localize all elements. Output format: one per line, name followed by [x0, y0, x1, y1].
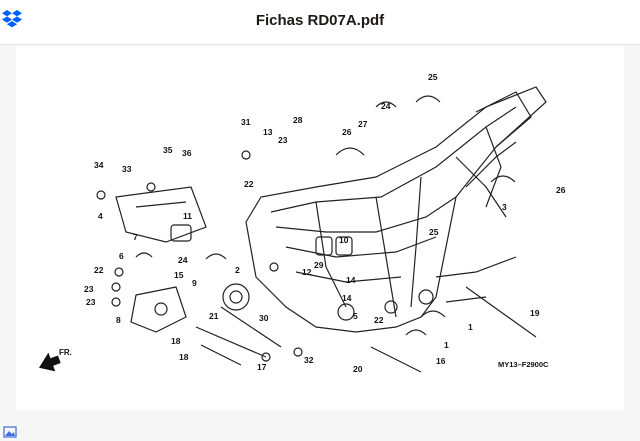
- callout: 14: [346, 275, 356, 285]
- callout: 22: [94, 265, 104, 275]
- callout: 4: [98, 211, 103, 221]
- callout: 18: [179, 352, 189, 362]
- callout: 25: [429, 227, 439, 237]
- callout: 17: [257, 362, 267, 372]
- callout: 21: [209, 311, 219, 321]
- callout: 1: [468, 322, 473, 332]
- frame-drawing: [96, 86, 547, 373]
- callout: 11: [183, 211, 192, 221]
- callout: 19: [530, 308, 540, 318]
- callout: 26: [556, 185, 566, 195]
- callout: 9: [192, 278, 197, 288]
- callout: 23: [278, 135, 288, 145]
- image-thumbnail-icon[interactable]: [3, 425, 17, 439]
- frame-exploded-diagram: 25 24 26 27 31 13 23 28 22 35 36 34 33 4…: [39, 72, 566, 374]
- callout: 23: [86, 297, 96, 307]
- figure-code: MY13–F2900C: [498, 360, 549, 369]
- dropbox-logo-icon[interactable]: [1, 9, 23, 31]
- pdf-page: 25 24 26 27 31 13 23 28 22 35 36 34 33 4…: [16, 47, 624, 410]
- callout: 6: [119, 251, 124, 261]
- callout: 24: [381, 101, 391, 111]
- callout: 8: [116, 315, 121, 325]
- callout: 20: [353, 364, 363, 374]
- callout: 36: [182, 148, 192, 158]
- callout: 13: [263, 127, 273, 137]
- callout: 35: [163, 145, 173, 155]
- callout: 24: [178, 255, 188, 265]
- callout: 22: [244, 179, 254, 189]
- callout: 29: [314, 260, 324, 270]
- callout: 10: [339, 235, 349, 245]
- callout: 23: [84, 284, 94, 294]
- callout: 28: [293, 115, 303, 125]
- callout: 5: [353, 311, 358, 321]
- callout: 3: [502, 202, 507, 212]
- header-bar: Fichas RD07A.pdf: [0, 0, 640, 45]
- callout: 25: [428, 72, 438, 82]
- callout: 33: [122, 164, 132, 174]
- callout: 2: [235, 265, 240, 275]
- front-direction-arrow-icon: FR.: [39, 348, 72, 372]
- document-title: Fichas RD07A.pdf: [255, 12, 385, 29]
- callout: 30: [259, 313, 269, 323]
- callout: 31: [241, 117, 251, 127]
- callout: 18: [171, 336, 181, 346]
- callout: 34: [94, 160, 104, 170]
- callout: 15: [174, 270, 184, 280]
- callout-labels: 25 24 26 27 31 13 23 28 22 35 36 34 33 4…: [84, 72, 566, 374]
- callout: 27: [358, 119, 368, 129]
- callout: 1: [444, 340, 449, 350]
- direction-label: FR.: [59, 348, 72, 357]
- callout: 32: [304, 355, 314, 365]
- callout: 14: [342, 293, 352, 303]
- callout: 22: [374, 315, 384, 325]
- callout: 7: [133, 232, 138, 242]
- callout: 12: [302, 267, 312, 277]
- callout: 26: [342, 127, 352, 137]
- callout: 16: [436, 356, 446, 366]
